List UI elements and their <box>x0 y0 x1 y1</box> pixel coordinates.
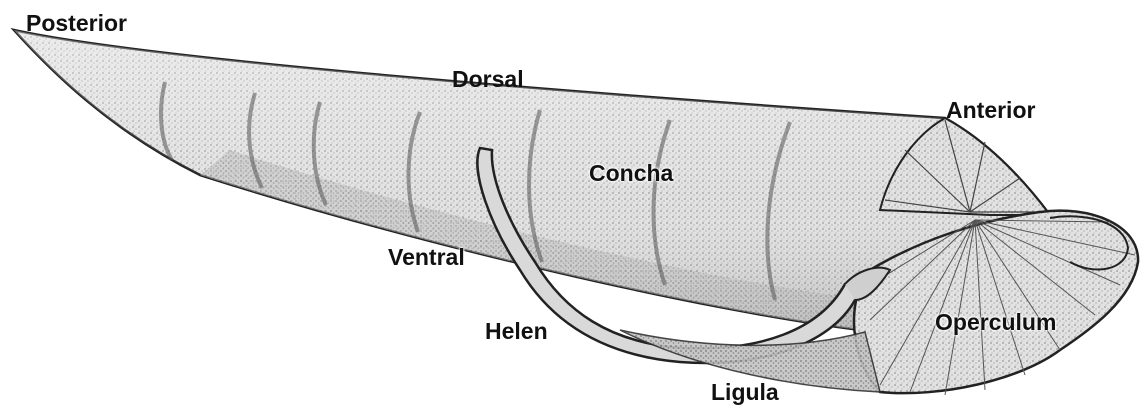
label-dorsal: Dorsal <box>452 68 524 91</box>
label-ligula: Ligula <box>711 381 779 404</box>
label-operculum: Operculum <box>935 311 1056 334</box>
label-posterior: Posterior <box>26 12 127 35</box>
label-helen: Helen <box>485 320 548 343</box>
label-concha: Concha <box>589 162 673 185</box>
label-anterior: Anterior <box>946 99 1035 122</box>
label-ventral: Ventral <box>388 246 465 269</box>
